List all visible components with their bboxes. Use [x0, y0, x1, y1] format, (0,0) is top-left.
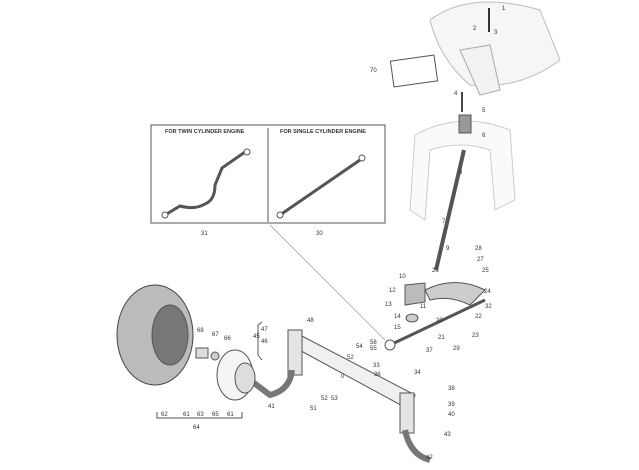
callout-38: 38 — [448, 386, 455, 392]
callout-62: 62 — [161, 412, 168, 418]
callout-14: 14 — [394, 314, 401, 320]
callout-67: 67 — [212, 332, 219, 338]
callout-2: 2 — [473, 26, 477, 32]
callout-28: 28 — [475, 246, 482, 252]
callout-15: 15 — [394, 325, 401, 331]
callout-5: 5 — [482, 108, 486, 114]
callout-29: 29 — [453, 346, 460, 352]
steering-wheel — [429, 1, 561, 96]
front-axle — [289, 334, 416, 411]
callout-27: 27 — [477, 257, 484, 263]
inset-box — [150, 124, 386, 224]
callout-6: 6 — [482, 133, 486, 139]
callout-12: 12 — [389, 288, 396, 294]
callout-61: 61 — [227, 412, 234, 418]
twin-tie-rod — [164, 150, 246, 217]
callout-34: 34 — [414, 370, 421, 376]
callout-24: 24 — [484, 289, 491, 295]
callout-45: 45 — [253, 334, 260, 340]
callout-41: 41 — [268, 404, 275, 410]
hardware-pack — [389, 54, 439, 88]
callout-54: 54 — [356, 344, 363, 350]
callout-68: 68 — [197, 328, 204, 334]
callout-26: 26 — [432, 268, 439, 274]
callout-53: 53 — [331, 396, 338, 402]
callout-3: 3 — [494, 30, 498, 36]
drag-link — [389, 298, 486, 347]
callout-20: 20 — [436, 318, 443, 324]
callout-58: 58 — [370, 340, 377, 346]
callout-8: 8 — [459, 170, 463, 176]
single-tie-rod — [279, 158, 361, 217]
callout-22: 22 — [475, 314, 482, 320]
callout-43: 43 — [444, 432, 451, 438]
callout-66: 66 — [224, 336, 231, 342]
callout-1: 1 — [502, 6, 506, 12]
steering-shaft — [434, 149, 466, 271]
callout-61: 61 — [183, 412, 190, 418]
callout-42: 42 — [426, 455, 433, 461]
callout-7: 7 — [442, 219, 446, 225]
callout-4: 4 — [454, 91, 458, 97]
callout-65: 65 — [212, 412, 219, 418]
callout-46: 46 — [261, 339, 268, 345]
callout-63: 63 — [197, 412, 204, 418]
callout-39: 39 — [448, 402, 455, 408]
callout-52: 52 — [321, 396, 328, 402]
callout-21: 21 — [438, 335, 445, 341]
callout-13: 13 — [385, 302, 392, 308]
callout-11: 11 — [420, 304, 427, 310]
twin-cylinder-title: FOR TWIN CYLINDER ENGINE — [165, 129, 245, 135]
single-cylinder-title: FOR SINGLE CYLINDER ENGINE — [280, 129, 366, 135]
callout-10: 10 — [399, 274, 406, 280]
callout-47: 47 — [261, 327, 268, 333]
sector-gear — [424, 282, 486, 306]
tire — [116, 284, 194, 386]
part-number-30: 30 — [316, 231, 323, 237]
callout-37: 37 — [426, 348, 433, 354]
callout-40: 40 — [448, 412, 455, 418]
part-number-31: 31 — [201, 231, 208, 237]
callout-70: 70 — [370, 68, 377, 74]
callout-64: 64 — [193, 425, 200, 431]
callout-48: 48 — [307, 318, 314, 324]
callout-36: 36 — [374, 372, 381, 378]
callout-52: 52 — [347, 355, 354, 361]
column-bushing — [458, 114, 472, 134]
callout-25: 25 — [482, 268, 489, 274]
callout-55: 55 — [370, 346, 377, 352]
callout-32: 32 — [485, 304, 492, 310]
callout-23: 23 — [472, 333, 479, 339]
callout-0: 0 — [341, 374, 345, 380]
callout-33: 33 — [373, 363, 380, 369]
callout-51: 51 — [310, 406, 317, 412]
column-cover — [409, 120, 516, 221]
wheel-rim — [216, 349, 256, 401]
callout-9: 9 — [446, 246, 450, 252]
